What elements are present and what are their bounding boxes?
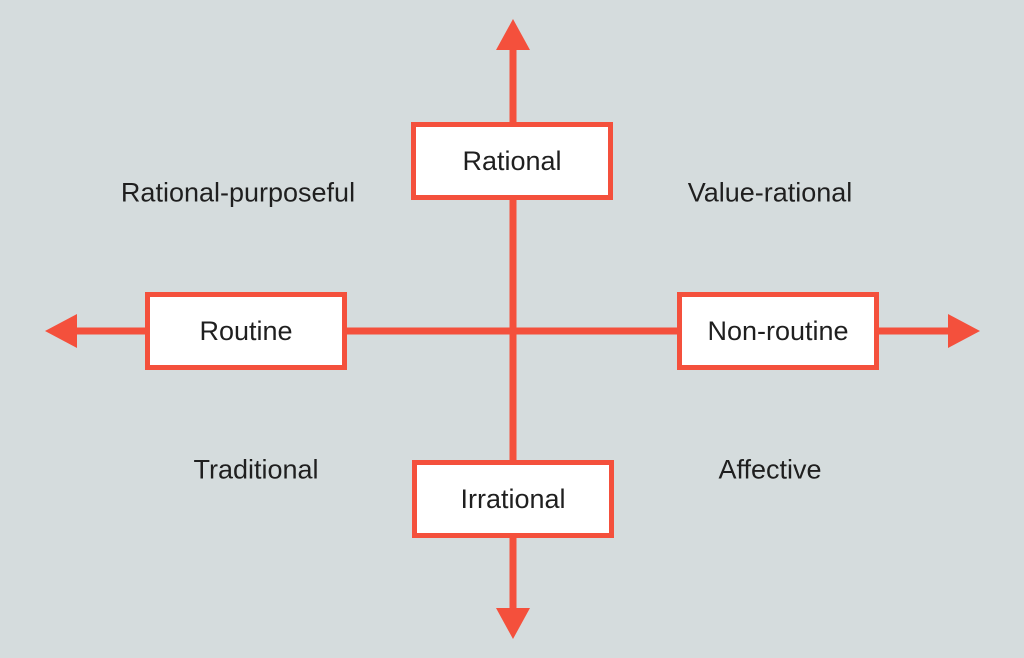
- axis-box-irrational: Irrational: [412, 460, 614, 538]
- axis-box-rational: Rational: [411, 122, 613, 200]
- axis-box-non-routine: Non-routine: [677, 292, 879, 370]
- quadrant-label-rational-purposeful: Rational-purposeful: [120, 177, 356, 208]
- axis-box-non-routine-label: Non-routine: [707, 315, 849, 346]
- quadrant-label-traditional: Traditional: [193, 454, 319, 485]
- arrow-up-icon: [496, 19, 530, 50]
- arrow-down-icon: [496, 608, 530, 639]
- quadrant-label-value-rational: Value-rational: [687, 177, 853, 208]
- arrow-right-icon: [948, 314, 980, 348]
- quadrant-label-affective: Affective: [718, 454, 822, 485]
- axis-box-rational-label: Rational: [462, 145, 562, 176]
- axis-box-routine: Routine: [145, 292, 347, 370]
- axis-box-irrational-label: Irrational: [460, 483, 566, 514]
- axis-box-routine-label: Routine: [199, 315, 293, 346]
- arrow-left-icon: [45, 314, 77, 348]
